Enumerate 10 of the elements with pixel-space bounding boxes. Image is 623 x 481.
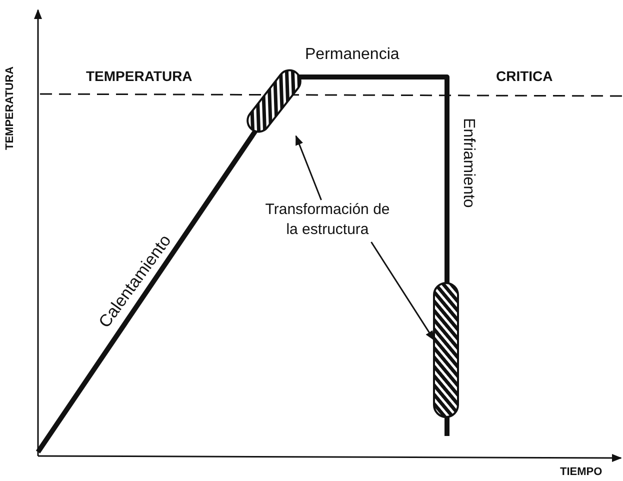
curve-label: Enfriamiento [459,118,477,208]
arrow [370,242,435,341]
arrow [295,135,322,200]
curve-label: Permanencia [305,46,400,64]
annotation-text: Transformación de la estructura [265,200,390,242]
axis-title: TEMPERATURA [4,66,16,150]
curve-label: TEMPERATURA [86,68,192,84]
axis-title: TIEMPO [560,466,602,478]
hatched-bar [434,283,458,417]
curve-label: CRITICA [496,68,553,84]
